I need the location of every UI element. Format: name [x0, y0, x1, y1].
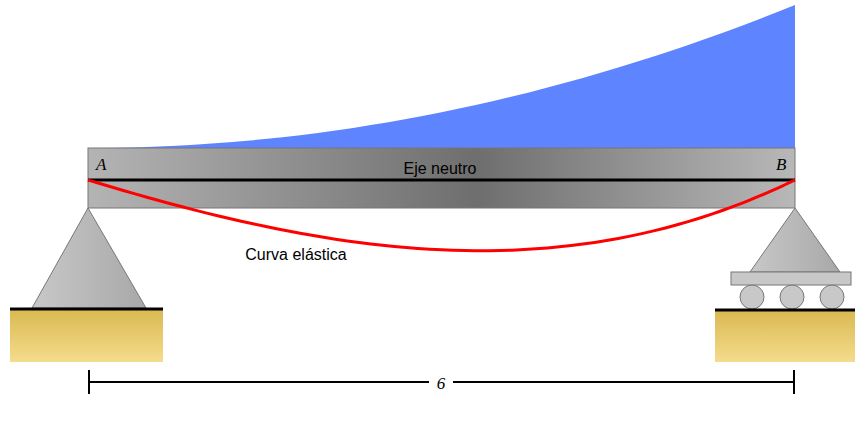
- ground: [10, 308, 163, 362]
- roller: [780, 285, 804, 309]
- distributed-load: [88, 5, 795, 148]
- elastic-curve: [88, 180, 795, 251]
- roller: [740, 285, 764, 309]
- roller: [820, 285, 844, 309]
- curve-label: Curva elástica: [245, 246, 346, 264]
- support-label: B: [776, 155, 786, 175]
- ground: [715, 309, 855, 362]
- axis-label: Eje neutro: [404, 160, 477, 178]
- pin-support: [32, 208, 146, 308]
- dimension-label: 6: [429, 373, 454, 395]
- beam: [88, 148, 795, 208]
- roller-support: [750, 208, 840, 272]
- support-label: A: [96, 155, 106, 175]
- neutral-axis: [88, 179, 795, 182]
- ground-line: [715, 309, 855, 312]
- roller-plate: [731, 272, 851, 285]
- dimension-tick: [88, 370, 90, 394]
- ground-line: [10, 308, 163, 311]
- dimension-tick: [793, 370, 795, 394]
